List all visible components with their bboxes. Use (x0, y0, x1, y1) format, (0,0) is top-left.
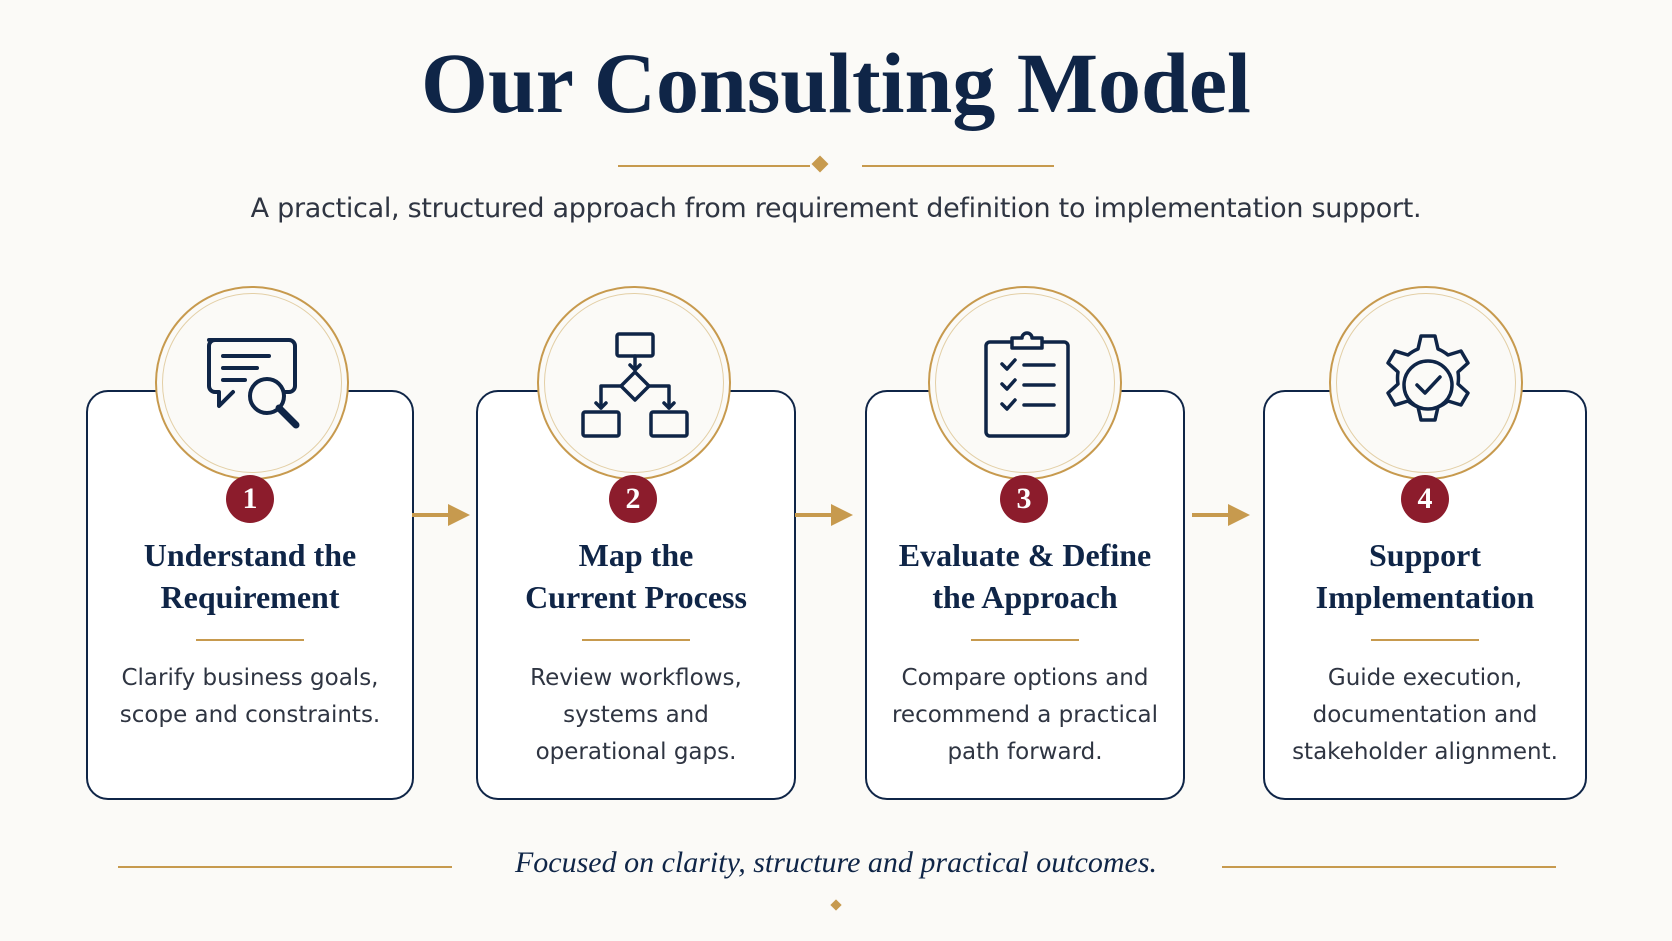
arrow-right-icon (795, 504, 853, 526)
step-number-badge-1: 1 (226, 475, 274, 523)
step-icon-circle-1 (155, 286, 349, 480)
step-divider-1 (196, 639, 304, 641)
footer-diamond-icon (830, 899, 842, 911)
page-title: Our Consulting Model (421, 35, 1251, 131)
step-description-1: Clarify business goals, scope and constr… (119, 665, 381, 728)
footer-rule-right (1222, 866, 1556, 868)
footer-rule-left (118, 866, 452, 868)
gear-check-icon (1386, 334, 1470, 422)
step-description-3: Compare options and recommend a practica… (891, 665, 1158, 765)
footer-tagline: Focused on clarity, structure and practi… (514, 846, 1158, 879)
step-divider-2 (582, 639, 690, 641)
step-description-2: Review workflows, systems and operationa… (530, 665, 742, 765)
step-number-badge-2: 2 (609, 475, 657, 523)
step-divider-3 (971, 639, 1079, 641)
step-icon-circle-3 (928, 286, 1122, 480)
step-title-3: Evaluate & Define the Approach (898, 537, 1152, 615)
page-subtitle: A practical, structured approach from re… (250, 193, 1422, 224)
step-title-2: Map the Current Process (525, 537, 747, 615)
step-title-4: Support Implementation (1315, 537, 1535, 615)
step-description-4: Guide execution, documentation and stake… (1292, 665, 1558, 765)
step-divider-4 (1371, 639, 1479, 641)
step-number-badge-4: 4 (1401, 475, 1449, 523)
title-divider (618, 155, 1054, 173)
chat-search-icon (207, 338, 300, 429)
clipboard-checklist-icon (984, 331, 1070, 438)
arrow-right-icon (412, 504, 470, 526)
step-number-badge-3: 3 (1000, 475, 1048, 523)
step-icon-circle-4 (1329, 286, 1523, 480)
step-icon-circle-2 (537, 286, 731, 480)
arrow-right-icon (1192, 504, 1250, 526)
step-title-1: Understand the Requirement (143, 537, 357, 615)
flowchart-icon (581, 332, 689, 438)
